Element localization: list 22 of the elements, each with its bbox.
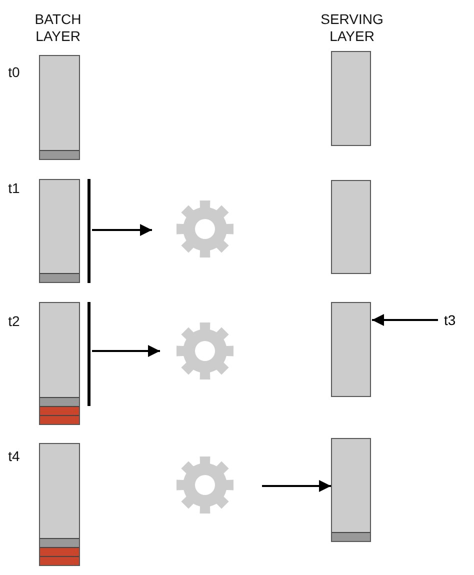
time-label: t3	[444, 311, 468, 329]
storage-bar	[331, 302, 371, 397]
time-label: t1	[7, 180, 21, 197]
gear-icon	[176, 322, 234, 380]
storage-bar	[39, 179, 80, 283]
arrow	[372, 314, 438, 326]
time-label: t2	[7, 313, 21, 330]
arrow	[92, 345, 160, 357]
storage-bar	[331, 51, 371, 146]
storage-bar	[39, 443, 80, 566]
storage-bar	[39, 302, 80, 425]
gear-icon	[176, 200, 234, 258]
layer-heading: BATCH LAYER	[34, 11, 82, 45]
arrow	[262, 480, 331, 492]
time-label: t4	[7, 448, 21, 465]
arrow	[92, 224, 152, 236]
storage-bar	[331, 180, 371, 274]
storage-bar	[331, 438, 371, 542]
storage-bar	[39, 55, 80, 160]
gear-icon	[176, 456, 234, 514]
time-label: t0	[7, 64, 21, 81]
layer-heading: SERVING LAYER	[320, 11, 384, 45]
